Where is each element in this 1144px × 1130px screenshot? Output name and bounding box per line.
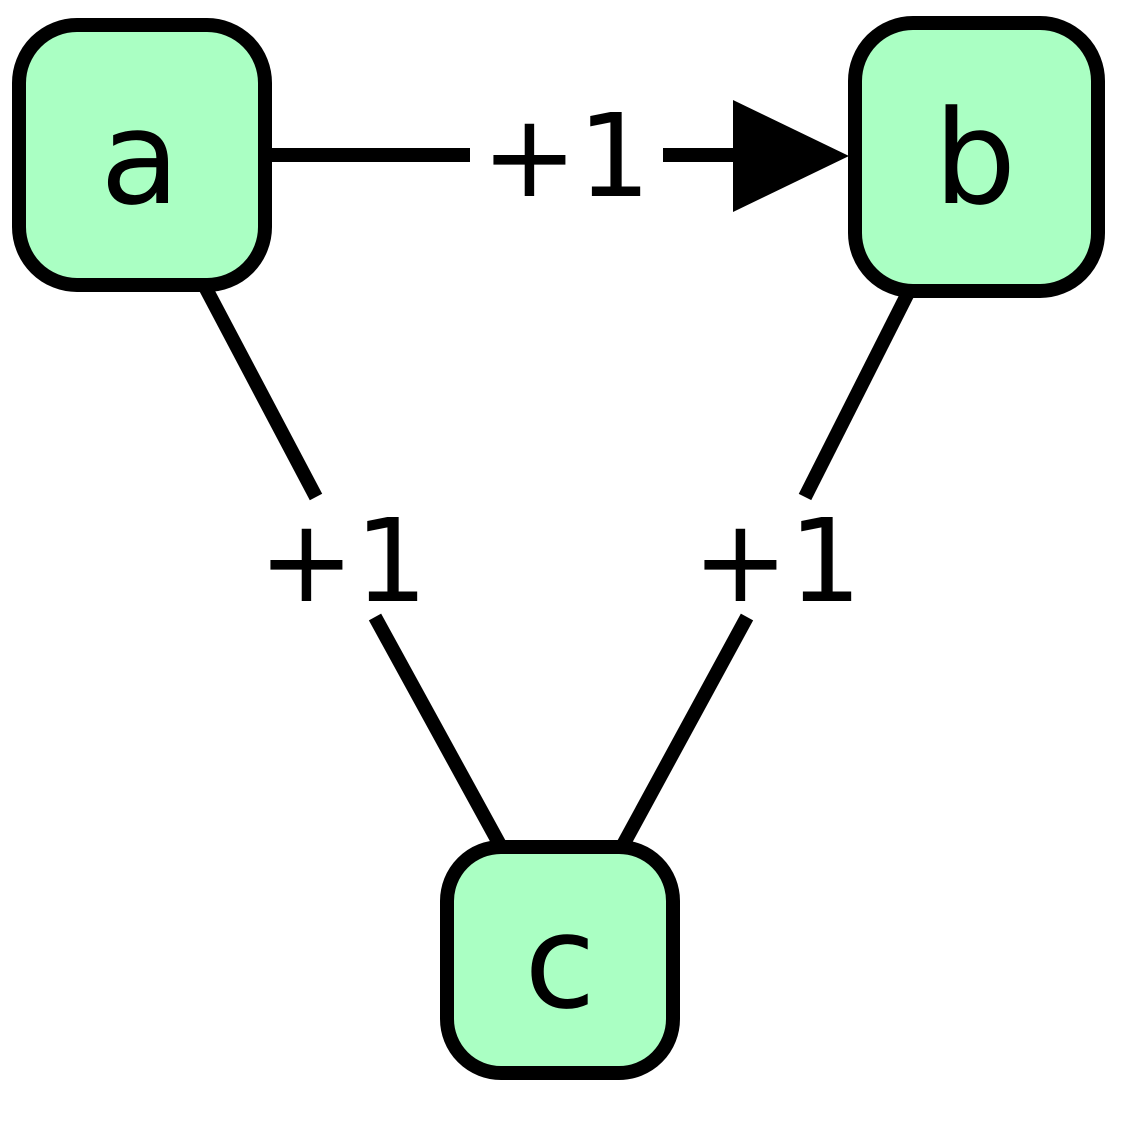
edge-label-a-b: +1 — [481, 90, 651, 224]
edge-label-group: +1 +1 +1 — [258, 90, 862, 629]
node-a[interactable]: a — [12, 18, 272, 292]
node-group: a b c — [12, 16, 1105, 1080]
edge-group — [196, 100, 915, 849]
node-b[interactable]: b — [848, 16, 1105, 298]
edge-b-c-segment-upper — [798, 289, 915, 501]
edge-label-a-c: +1 — [258, 495, 428, 629]
edge-label-b-c: +1 — [692, 495, 862, 629]
node-c-shape — [440, 840, 680, 1080]
node-c-label: c — [524, 886, 595, 1038]
edge-a-c-segment-upper — [196, 279, 323, 501]
edge-b-c[interactable] — [616, 289, 915, 849]
edge-a-c-segment-lower — [368, 613, 507, 849]
edge-a-c[interactable] — [196, 279, 507, 849]
node-b-label: b — [934, 82, 1017, 234]
edge-a-b[interactable] — [272, 100, 849, 212]
node-a-shape — [12, 18, 272, 292]
node-c[interactable]: c — [440, 840, 680, 1080]
node-b-shape — [848, 16, 1105, 298]
edge-b-c-segment-lower — [616, 613, 754, 849]
arrowhead-icon — [733, 100, 849, 212]
node-a-label: a — [100, 82, 180, 234]
